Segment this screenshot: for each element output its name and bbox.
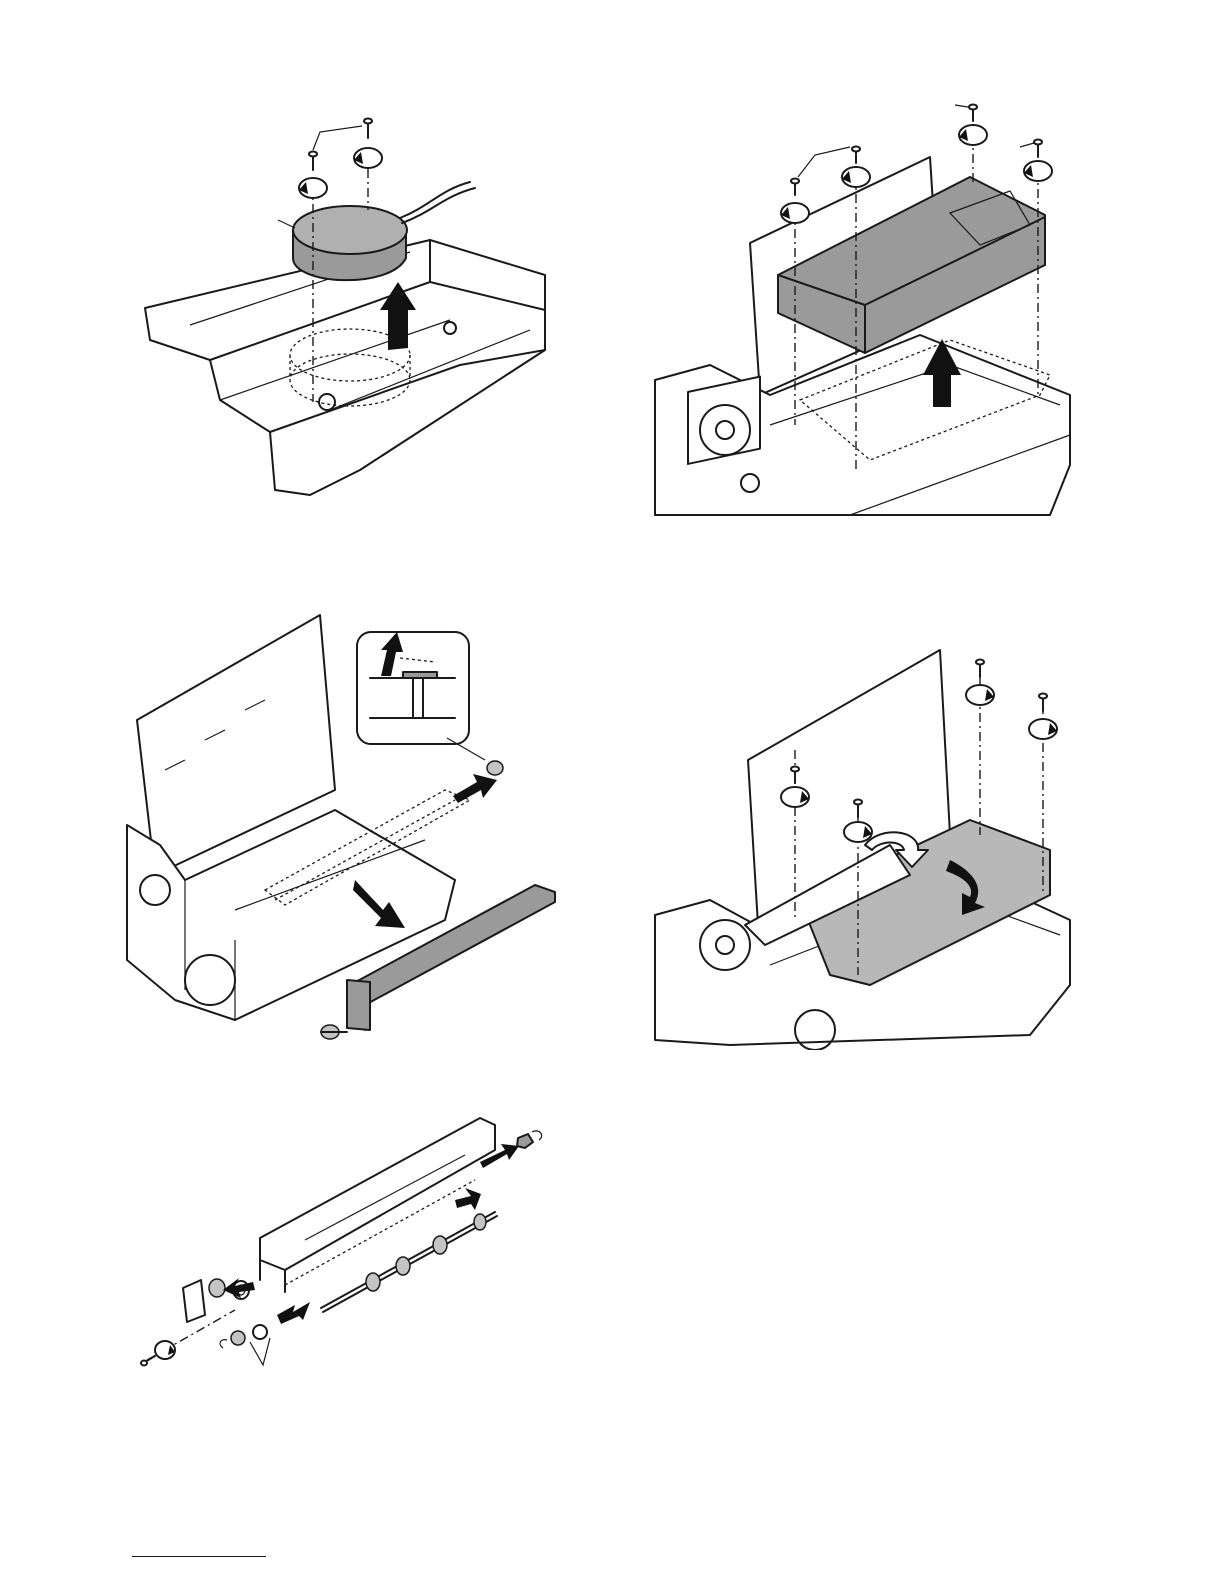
figure-cover-removal (650, 95, 1080, 520)
rotate-ccw-icon (299, 178, 327, 198)
figure-motor-removal (130, 110, 560, 510)
bushing-icon (517, 1134, 533, 1148)
figure-roller-disassembly (135, 1110, 555, 1380)
footer-rule (132, 1556, 266, 1557)
screw-icon (852, 147, 860, 164)
screw-icon (976, 660, 984, 678)
screw-icon (141, 1356, 155, 1366)
rotate-cw-icon (966, 685, 994, 705)
rotate-ccw-icon (842, 167, 870, 187)
rotate-ccw-icon (354, 148, 382, 168)
gear-icon (209, 1279, 225, 1297)
e-ring-icon (532, 1131, 542, 1140)
screw-icon (1034, 140, 1042, 158)
rotate-cw-icon (781, 787, 809, 807)
screw-icon (969, 105, 977, 122)
rotate-ccw-icon (781, 203, 809, 223)
rotate-cw-icon (155, 1341, 175, 1359)
rotate-cw-icon (844, 822, 872, 842)
rotate-cw-icon (1029, 719, 1057, 739)
screw-icon (364, 119, 372, 139)
gear-icon (231, 1331, 245, 1345)
e-ring-icon (220, 1340, 227, 1348)
screw-icon (791, 179, 799, 196)
slide-arrow-icon (453, 774, 497, 803)
figure-guide-removal (125, 610, 565, 1055)
gear-icon (321, 1025, 347, 1039)
gear-icon (487, 761, 503, 775)
screw-icon (309, 152, 317, 171)
rotate-ccw-icon (959, 125, 987, 145)
gear-icon (253, 1325, 267, 1339)
screw-icon (1039, 694, 1047, 712)
figure-cover-install (650, 645, 1090, 1050)
latch-detail-icon (357, 632, 485, 760)
rotate-ccw-icon (1024, 161, 1052, 181)
